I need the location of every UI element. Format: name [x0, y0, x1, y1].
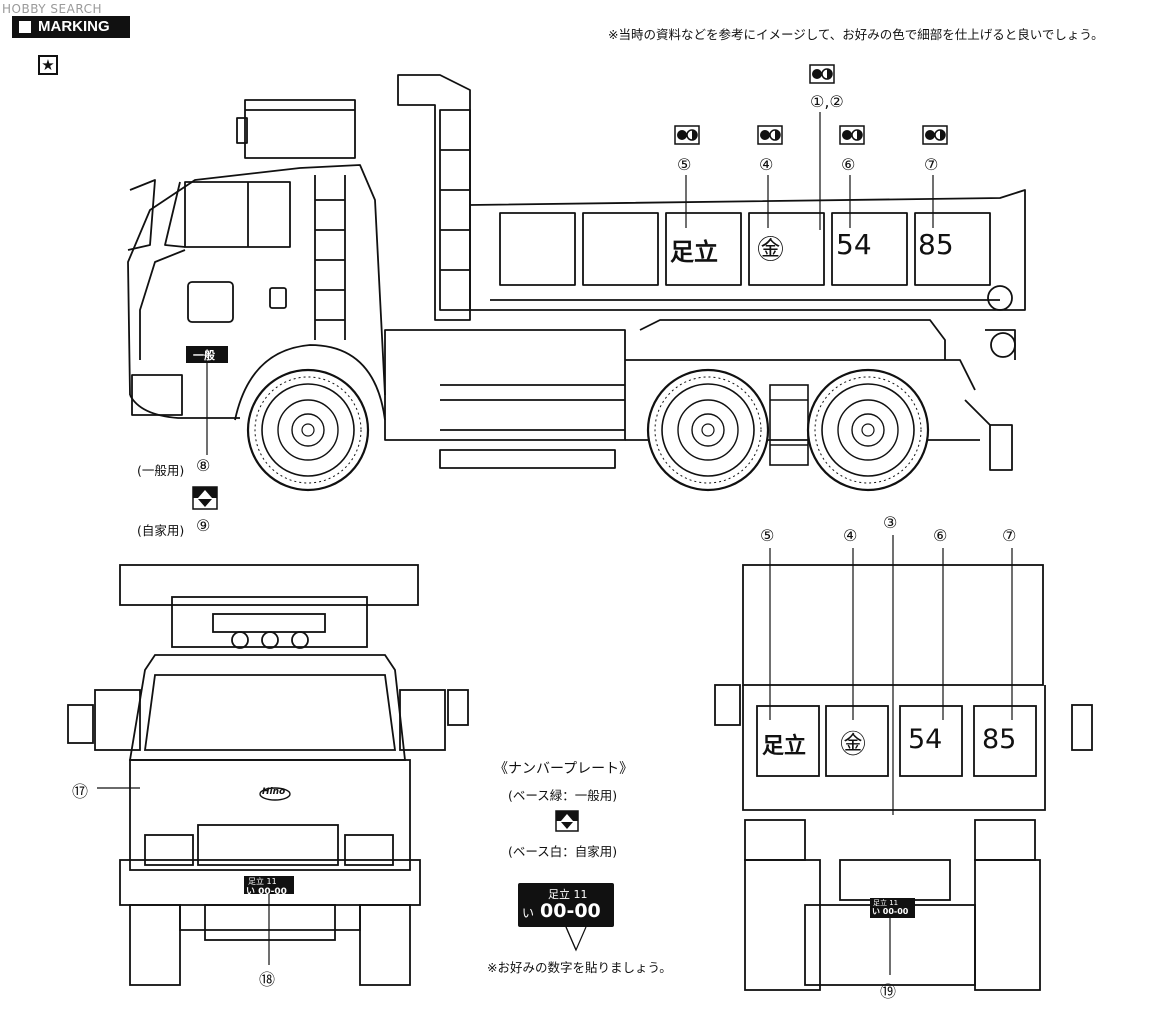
- marking-adachi: 足立: [670, 238, 718, 266]
- callout-7: ⑦: [924, 155, 939, 174]
- hino-logo: Hino: [262, 787, 286, 797]
- marking-title: MARKING: [38, 18, 110, 35]
- cab-plate-text: 一般: [193, 349, 215, 362]
- callout-19: ⑲: [880, 982, 897, 1001]
- plate-top-text: 足立 11: [548, 888, 588, 901]
- callout-9: ⑨: [196, 516, 211, 535]
- top-note: ※当時の資料などを参考にイメージして、お好みの色で細部を仕上げると良いでしょう。: [608, 27, 1104, 42]
- rear-marking-54: 54: [908, 724, 943, 755]
- label-private-use: (自家用): [137, 523, 185, 538]
- plate-number: 00-00: [540, 900, 601, 922]
- marking-circle: ㊎: [757, 235, 784, 266]
- callout-4: ④: [759, 155, 774, 174]
- rear-callout-5: ⑤: [760, 526, 775, 545]
- rear-plate-top: 足立 11: [873, 899, 899, 907]
- plate-base-white: (ベース白：自家用): [508, 844, 618, 859]
- front-plate-bottom: い 00-00: [246, 887, 287, 897]
- watermark: HOBBY SEARCH: [2, 2, 102, 16]
- rear-callout-7: ⑦: [1002, 526, 1017, 545]
- plate-note: ※お好みの数字を貼りましょう。: [487, 960, 672, 975]
- header-square-icon: [19, 21, 31, 33]
- callout-1-2: ①,②: [810, 92, 844, 111]
- marking-85: 85: [918, 228, 954, 261]
- plate-kana: い: [522, 906, 535, 920]
- rear-marking-circle: ㊎: [840, 730, 867, 760]
- split-swatch-icon: [555, 810, 579, 832]
- callout-17: ⑰: [72, 782, 89, 801]
- label-general-use: (一般用): [137, 463, 185, 478]
- rear-callout-4: ④: [843, 526, 858, 545]
- plate-section-title: 《ナンバープレート》: [494, 761, 634, 777]
- plate-base-green: (ベース緑：一般用): [508, 788, 618, 803]
- rear-marking-adachi: 足立: [762, 734, 807, 759]
- callout-6: ⑥: [841, 155, 856, 174]
- marking-header: MARKING: [12, 16, 130, 38]
- callout-8: ⑧: [196, 456, 211, 475]
- callout-18: ⑱: [259, 970, 276, 989]
- star-icon: ★: [38, 55, 58, 75]
- callout-5: ⑤: [677, 155, 692, 174]
- front-plate-top: 足立 11: [248, 877, 277, 886]
- split-swatch-icon: [192, 486, 218, 510]
- rear-callout-3: ③: [883, 513, 898, 532]
- dot-pair-icon: [809, 64, 835, 84]
- rear-plate-bottom: い 00-00: [872, 907, 909, 916]
- rear-callout-6: ⑥: [933, 526, 948, 545]
- marking-54: 54: [836, 228, 872, 261]
- rear-marking-85: 85: [982, 724, 1017, 755]
